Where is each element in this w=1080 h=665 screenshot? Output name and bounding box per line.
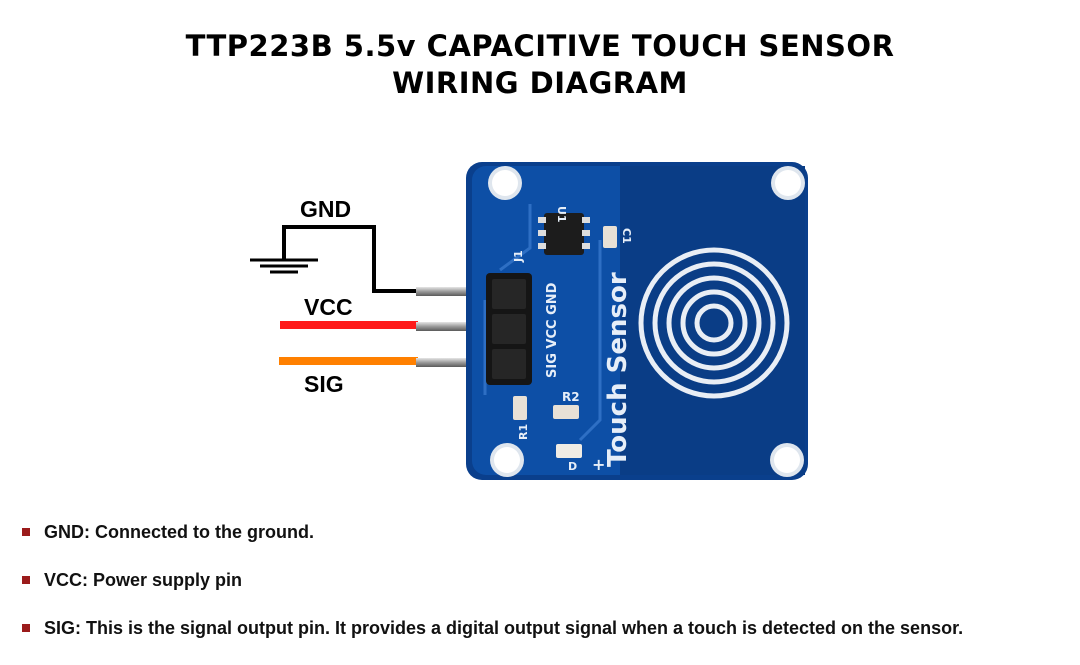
led-silk-label: D <box>568 460 577 473</box>
diagram-title: TTP223B 5.5v CAPACITIVE TOUCH SENSOR WIR… <box>0 28 1080 102</box>
led <box>556 444 582 458</box>
pin-header-housing <box>486 273 532 385</box>
note-vcc-text: VCC: Power supply pin <box>44 570 243 590</box>
gnd-wire <box>282 225 416 293</box>
resistor-r2 <box>553 405 579 419</box>
note-gnd-text: GND: Connected to the ground. <box>44 522 314 542</box>
header-pins <box>416 287 496 367</box>
title-line-2: WIRING DIAGRAM <box>392 66 688 100</box>
touch-pad <box>638 247 790 399</box>
header-pin-labels: SIG VCC GND <box>545 282 560 378</box>
ic-silk-label: U1 <box>555 206 568 223</box>
bullet-icon <box>22 623 30 632</box>
note-sig: SIG: This is the signal output pin. It p… <box>22 611 1072 659</box>
note-gnd: GND: Connected to the ground. <box>22 515 1072 563</box>
header-silk-label: J1 <box>512 250 525 263</box>
vcc-wire <box>280 321 418 329</box>
ic-chip <box>538 213 590 255</box>
gnd-wire-label: GND <box>300 196 351 222</box>
bullet-icon <box>22 575 30 584</box>
note-sig-text: SIG: This is the signal output pin. It p… <box>44 618 964 638</box>
sig-wire-label: SIG <box>304 371 344 397</box>
wiring-diagram: GND VCC SIG U1 <box>250 162 808 480</box>
vcc-wire-label: VCC <box>304 294 353 320</box>
ground-symbol <box>250 258 318 274</box>
capacitor <box>603 226 617 248</box>
resistor-r1 <box>513 396 527 420</box>
resistor-silk-label: R2 <box>562 390 580 404</box>
mounting-holes <box>488 166 805 477</box>
bullet-icon <box>22 527 30 536</box>
resistor-r1-silk-label: R1 <box>517 424 530 440</box>
led-polarity-label: + <box>592 455 605 474</box>
pin-notes-list: GND: Connected to the ground. VCC: Power… <box>22 515 1072 659</box>
sig-wire <box>279 357 418 365</box>
note-vcc: VCC: Power supply pin <box>22 563 1072 611</box>
capacitor-silk-label: C1 <box>620 228 633 244</box>
touch-sensor-board: U1 C1 J1 SIG VCC GND R2 R1 D + Touch Sen… <box>466 162 808 480</box>
title-line-1: TTP223B 5.5v CAPACITIVE TOUCH SENSOR <box>185 29 895 63</box>
sensor-silk-text: Touch Sensor <box>603 272 633 467</box>
